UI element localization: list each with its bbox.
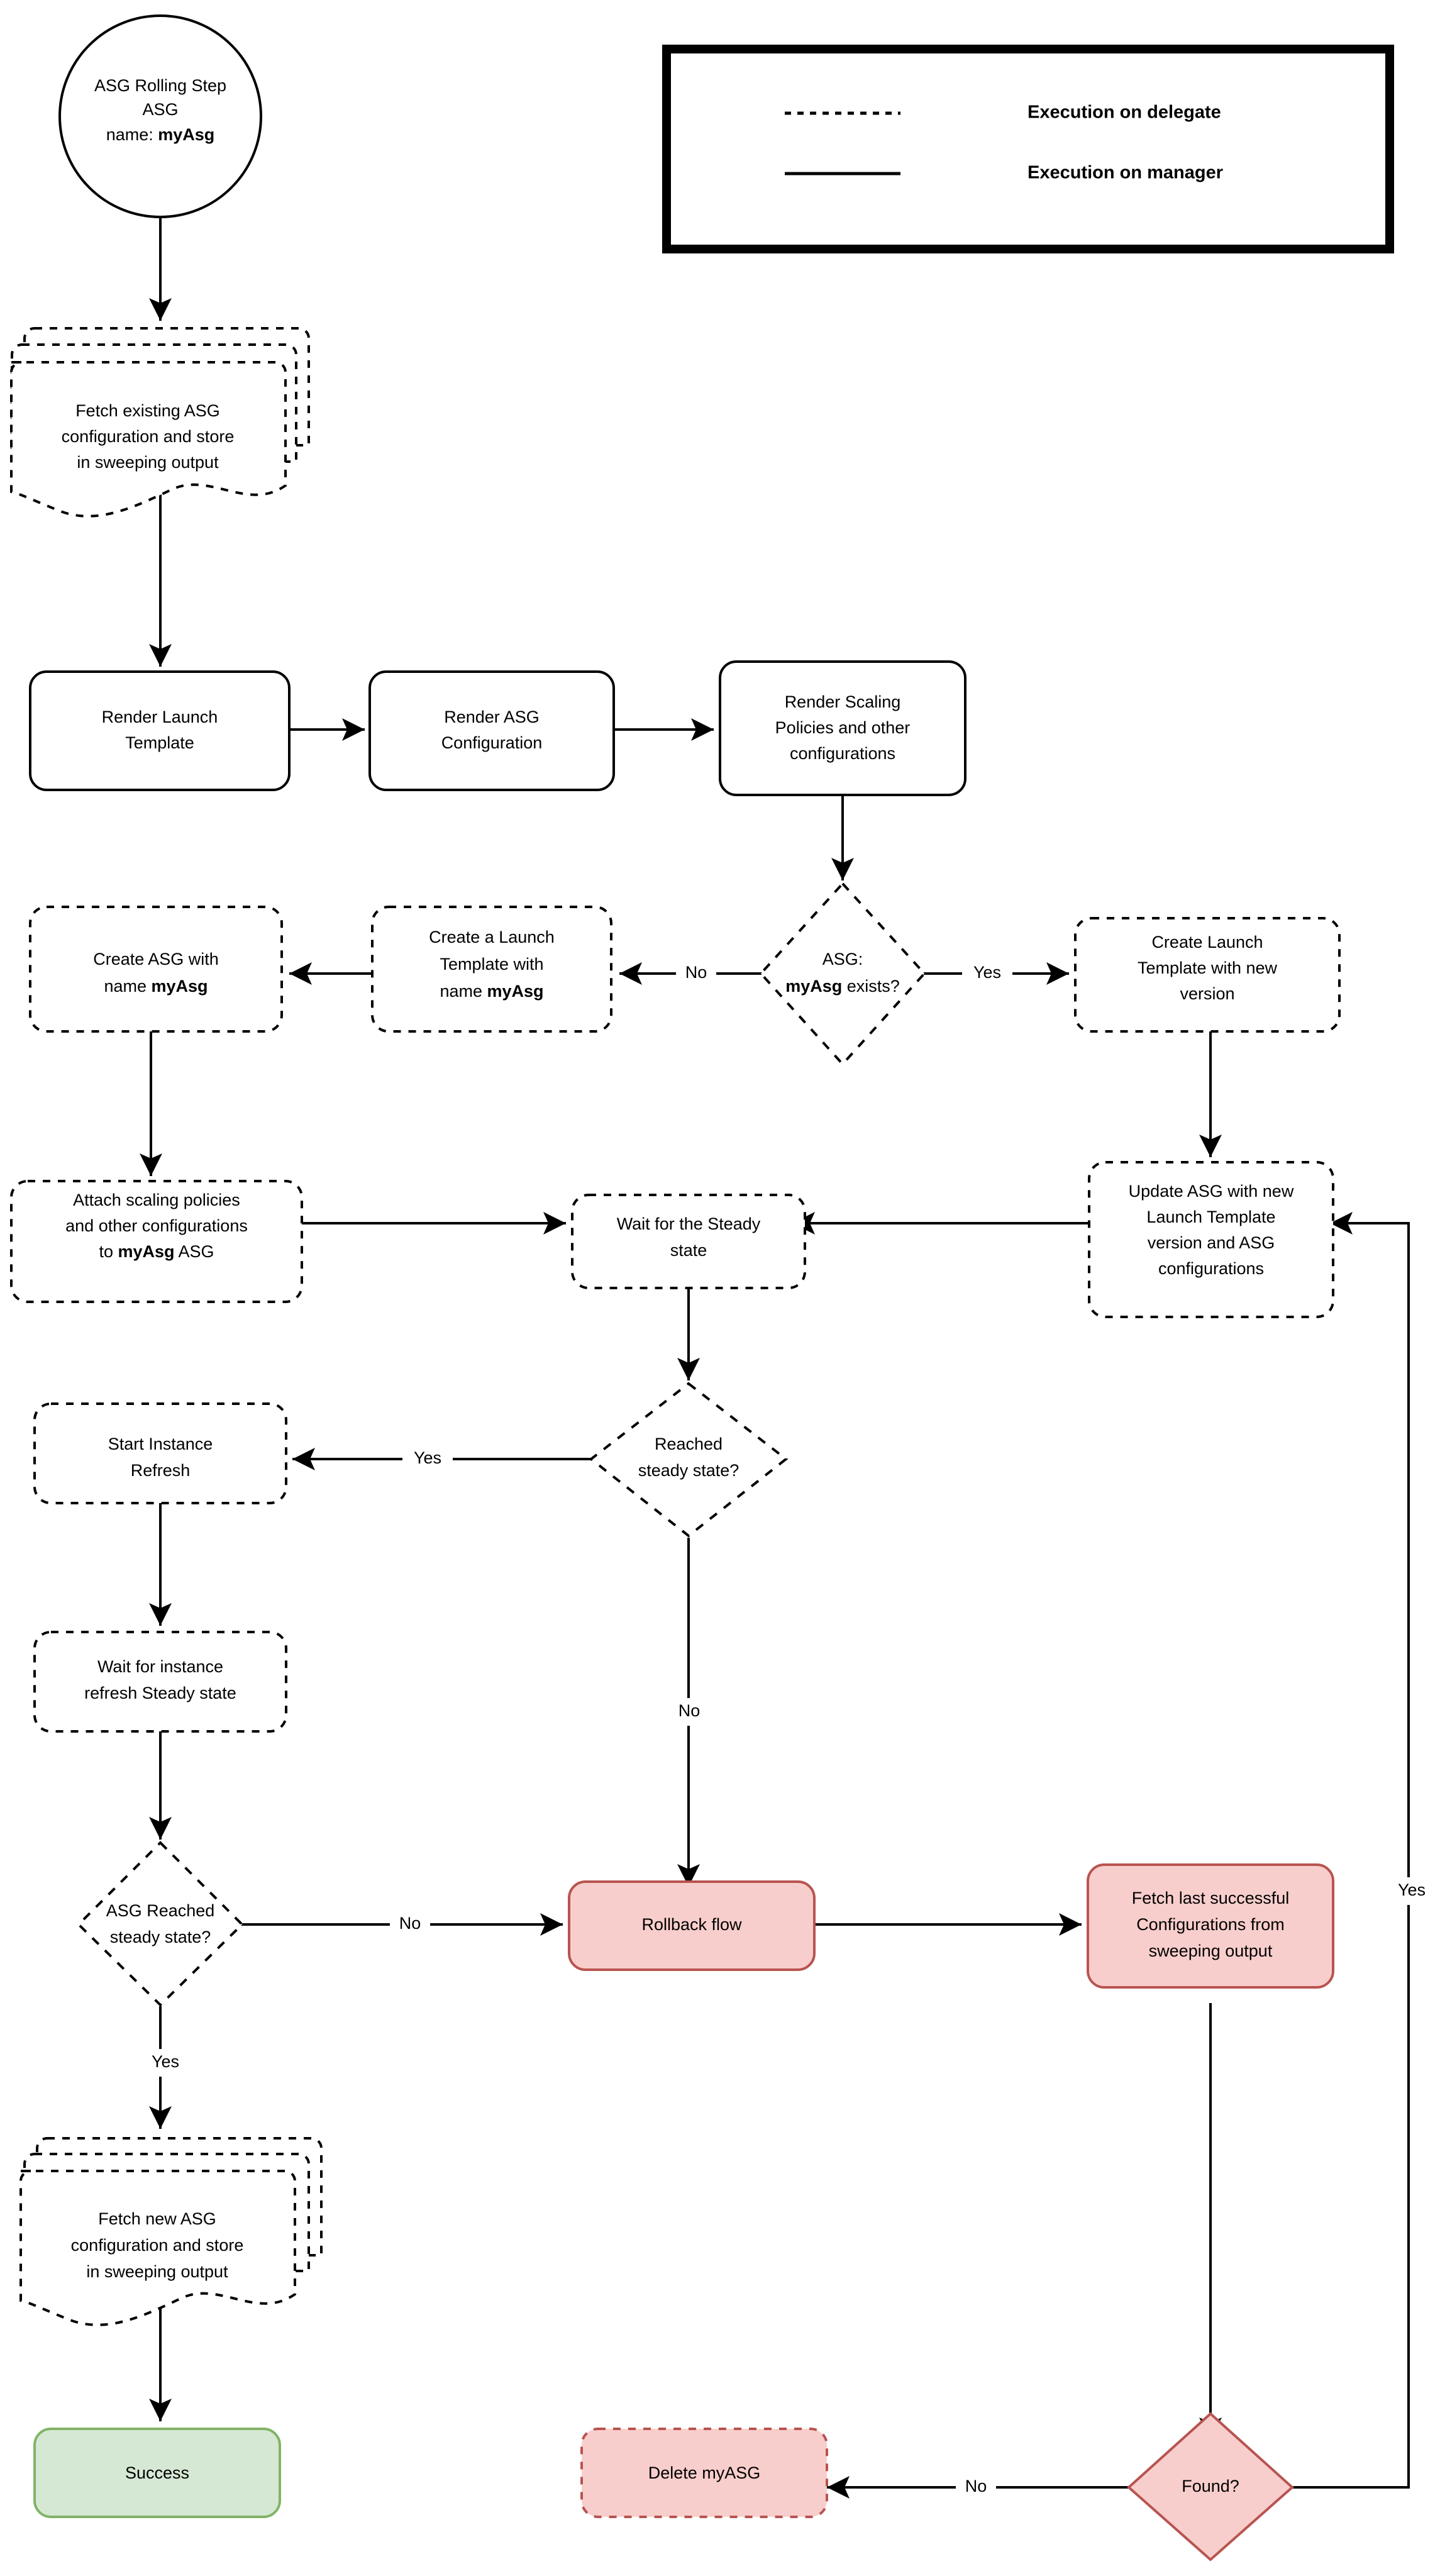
node-attach-line3-prefix: to [99,1242,118,1261]
node-create-lt-myasg-line1: Create a Launch [429,928,555,947]
node-rollback-flow-label: Rollback flow [641,1915,742,1934]
node-asg-exists-line1: ASG: [822,950,863,969]
node-update-asg-line3: version and ASG [1148,1233,1275,1252]
node-fetch-existing-asg[interactable]: Fetch existing ASG configuration and sto… [10,327,310,518]
node-fetch-last-line3: sweeping output [1149,1941,1273,1960]
node-create-asg-line2: name myAsg [104,977,208,996]
edge-label-asg-reached-no: No [399,1914,421,1933]
legend: Execution on delegate Execution on manag… [662,45,1394,253]
node-start-line1: ASG Rolling Step [94,76,226,95]
node-render-launch-line1: Render Launch [102,708,218,726]
node-attach-line1: Attach scaling policies [73,1191,240,1209]
node-attach-line3: to myAsg ASG [99,1242,214,1261]
node-update-asg-line1: Update ASG with new [1129,1182,1294,1201]
node-create-launch-template-myasg[interactable]: Create a Launch Template with name myAsg [371,906,612,1033]
node-asg-reached-line2: steady state? [110,1928,211,1946]
node-fetch-new-line3: in sweeping output [86,2262,228,2281]
node-attach-line3-bold: myAsg [118,1242,174,1261]
node-asg-exists-bold: myAsg [785,977,842,996]
node-asg-exists-line2: myAsg exists? [785,977,900,996]
node-start-refresh-line2: Refresh [131,1461,191,1480]
node-render-launch-template[interactable]: Render Launch Template [29,670,291,791]
edge-label-asg-reached-yes: Yes [152,2052,179,2071]
edge-labels-layer: No Yes Yes No No Yes No Yes [140,960,1435,2501]
node-wait-instance-refresh[interactable]: Wait for instance refresh Steady state [33,1631,287,1733]
node-wait-steady-state[interactable]: Wait for the Steady state [571,1194,806,1289]
node-attach-line3-suffix: ASG [175,1242,214,1261]
node-fetch-new-asg[interactable]: Fetch new ASG configuration and store in… [19,2137,323,2326]
node-success[interactable]: Success [33,2428,281,2518]
node-wait-refresh-line2: refresh Steady state [84,1684,236,1702]
edge-label-reached-steady-no: No [678,1701,701,1720]
node-render-asg-line1: Render ASG [444,708,540,726]
node-update-asg-line2: Launch Template [1146,1208,1275,1226]
node-asg-exists-decision[interactable]: ASG: myAsg exists? [759,882,926,1066]
node-render-scaling-policies[interactable]: Render Scaling Policies and other config… [719,660,966,796]
node-success-label: Success [125,2463,189,2482]
node-delete-myasg[interactable]: Delete myASG [580,2428,828,2518]
node-create-lt-new-line3: version [1180,984,1234,1003]
node-asg-reached-line1: ASG Reached [106,1901,215,1920]
node-start-line3-prefix: name: [106,125,158,144]
node-delete-myasg-label: Delete myASG [648,2463,761,2482]
node-start-line3: name: myAsg [106,125,215,144]
node-reached-steady-line1: Reached [655,1435,723,1453]
node-rollback-flow[interactable]: Rollback flow [568,1880,816,1971]
edge-label-reached-steady-yes: Yes [414,1448,441,1467]
node-render-scaling-line1: Render Scaling [785,692,901,711]
node-start[interactable]: ASG Rolling Step ASG name: myAsg [58,14,262,218]
node-update-asg-line4: configurations [1158,1259,1264,1278]
node-fetch-existing-line3: in sweeping output [77,453,219,472]
legend-label-delegate: Execution on delegate [1027,103,1221,123]
node-wait-steady-line1: Wait for the Steady [617,1214,761,1233]
node-create-lt-new-line1: Create Launch [1151,933,1263,952]
node-render-scaling-line2: Policies and other [775,718,911,737]
edge-label-found-yes: Yes [1398,1880,1426,1899]
node-start-refresh-line1: Start Instance [108,1435,213,1453]
edge-label-asg-exists-no: No [685,963,707,982]
edge-label-asg-exists-yes: Yes [973,963,1001,982]
node-create-asg-line1: Create ASG with [93,950,219,969]
node-wait-steady-line2: state [670,1241,707,1260]
node-asg-exists-rest: exists? [842,977,900,996]
node-render-scaling-line3: configurations [790,744,895,763]
node-fetch-existing-line2: configuration and store [62,427,235,446]
edges-layer [140,217,1410,2499]
node-fetch-last-line1: Fetch last successful [1132,1889,1290,1907]
node-create-asg-myasg[interactable]: Create ASG with name myAsg [29,906,283,1033]
node-render-asg-configuration[interactable]: Render ASG Configuration [368,670,615,791]
node-create-lt-myasg-line3-prefix: name [440,982,487,1001]
node-found-decision[interactable]: Found? [1126,2412,1295,2562]
node-start-line3-bold: myAsg [158,125,214,144]
node-fetch-last-successful[interactable]: Fetch last successful Configurations fro… [1087,1863,1334,1989]
node-start-instance-refresh[interactable]: Start Instance Refresh [33,1402,287,1504]
node-fetch-existing-line1: Fetch existing ASG [75,401,220,420]
node-create-asg-line2-bold: myAsg [152,977,208,996]
node-reached-steady-state-decision[interactable]: Reached steady state? [589,1382,789,1538]
legend-label-manager: Execution on manager [1027,163,1223,183]
node-fetch-new-line1: Fetch new ASG [98,2209,216,2228]
edge-found-yes-loop [1289,1212,1410,2489]
node-found-label: Found? [1182,2477,1239,2496]
node-attach-scaling-policies[interactable]: Attach scaling policies and other config… [10,1180,303,1303]
edge-label-found-no: No [965,2477,987,2496]
node-render-launch-line2: Template [125,733,194,752]
node-start-line2: ASG [142,100,178,119]
node-create-asg-line2-prefix: name [104,977,151,996]
node-create-lt-myasg-line2: Template with [440,955,543,974]
node-attach-line2: and other configurations [65,1216,248,1235]
node-update-asg[interactable]: Update ASG with new Launch Template vers… [1088,1161,1334,1318]
node-create-lt-new-line2: Template with new [1138,958,1278,977]
node-asg-reached-steady-state-decision[interactable]: ASG Reached steady state? [77,1841,244,2007]
node-create-launch-template-new-version[interactable]: Create Launch Template with new version [1074,917,1341,1033]
node-render-asg-line2: Configuration [441,733,543,752]
node-reached-steady-line2: steady state? [638,1461,739,1480]
node-wait-refresh-line1: Wait for instance [97,1657,223,1676]
node-create-lt-myasg-line3-bold: myAsg [487,982,544,1001]
node-fetch-new-line2: configuration and store [71,2236,244,2255]
node-fetch-last-line2: Configurations from [1136,1915,1285,1934]
node-create-lt-myasg-line3: name myAsg [440,982,543,1001]
